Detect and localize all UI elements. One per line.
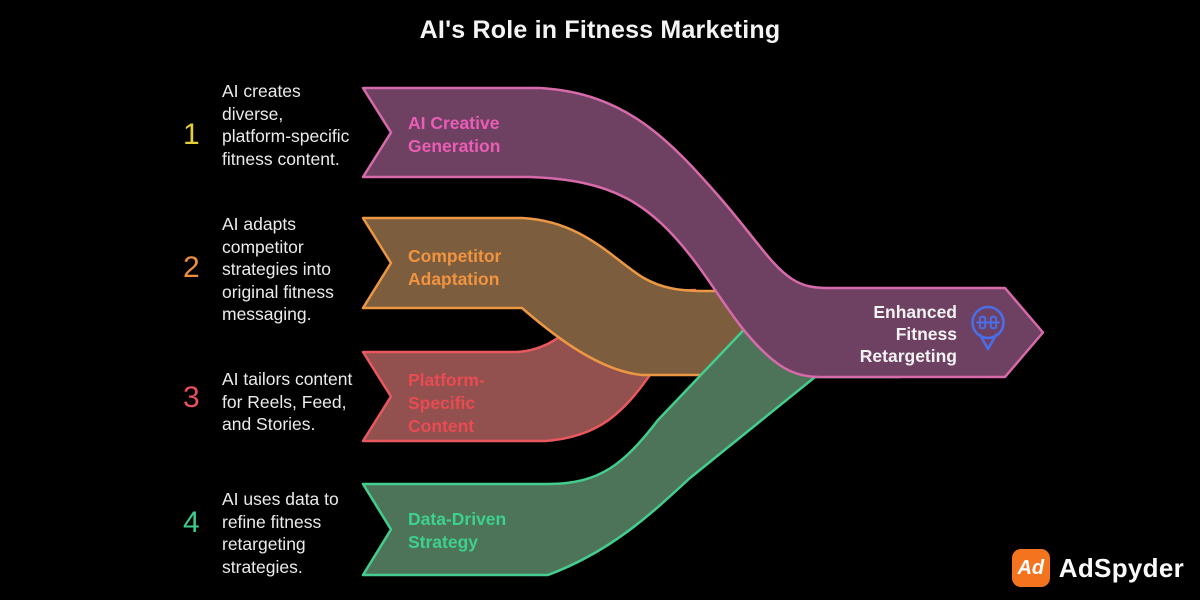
page-title: AI's Role in Fitness Marketing xyxy=(419,16,781,44)
step-number-2: 2 xyxy=(183,251,200,284)
band-label-ai-creative-generation: AI Creative Generation xyxy=(408,113,501,156)
brand-logo: Ad AdSpyder xyxy=(1011,549,1184,587)
outcome-label: Enhanced Fitness Retargeting xyxy=(859,302,957,366)
ribbon-data-driven-strategy xyxy=(361,293,902,577)
step-description-4: AI uses data to refine fitness retargeti… xyxy=(222,489,339,577)
step-number-1: 1 xyxy=(183,118,200,151)
step-number-3: 3 xyxy=(183,381,200,414)
location-pin-dumbbell-icon xyxy=(971,305,1005,351)
band-label-data-driven-strategy: Data-Driven Strategy xyxy=(408,509,507,552)
adspyder-logo-icon: Ad xyxy=(1011,549,1050,587)
band-label-platform-specific-content: Platform-Specific Content xyxy=(408,370,485,436)
adspyder-logo-text: AdSpyder xyxy=(1058,552,1184,583)
step-number-4: 4 xyxy=(183,506,200,539)
ribbon-ai-creative-generation-arrow xyxy=(361,86,1045,379)
step-description-3: AI tailors content for Reels, Feed, and … xyxy=(222,369,353,434)
step-description-1: AI creates diverse, platform-specific fi… xyxy=(222,81,350,169)
band-label-competitor-adaptation: Competitor Adaptation xyxy=(408,246,502,289)
step-description-2: AI adapts competitor strategies into ori… xyxy=(222,214,334,324)
